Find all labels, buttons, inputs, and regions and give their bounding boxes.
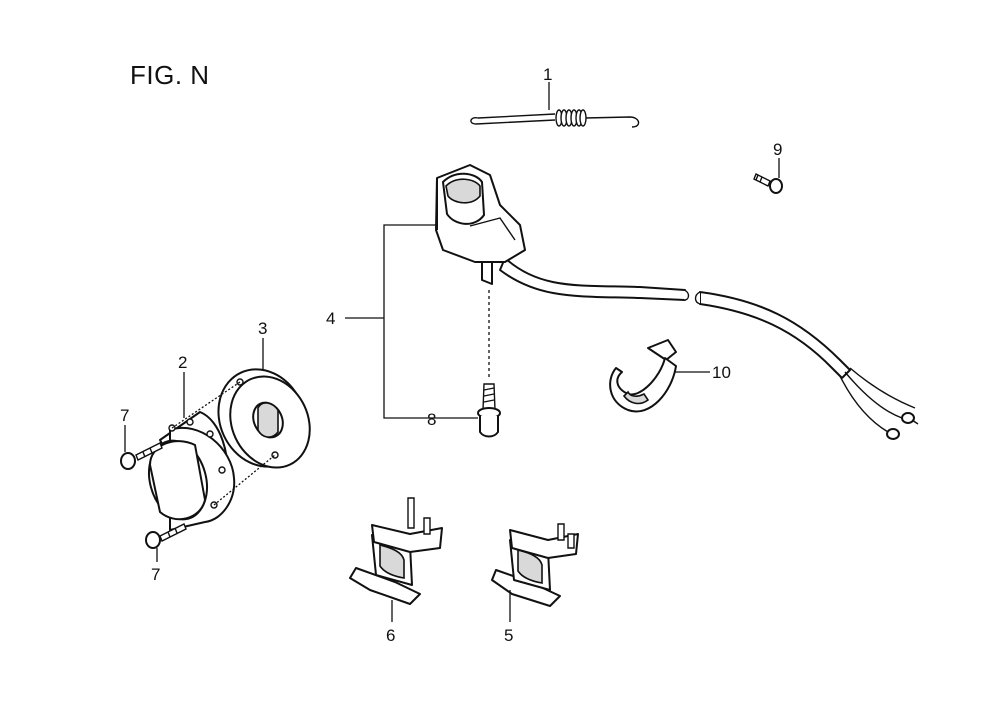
callout-7-lower: 7 <box>151 565 160 584</box>
part-1-spring <box>470 109 640 128</box>
callout-1: 1 <box>543 65 552 84</box>
guide-line-2-3b <box>213 454 276 506</box>
part-10-clamp <box>609 339 677 413</box>
part-6-mount-rubber <box>349 497 443 605</box>
guide-line-2-3a <box>171 381 241 429</box>
callout-8: 8 <box>427 410 436 429</box>
callout-2: 2 <box>178 353 187 372</box>
part-7-bolt-upper <box>120 442 163 470</box>
callout-6: 6 <box>386 626 395 645</box>
part-9-bolt <box>753 173 783 194</box>
callout-10: 10 <box>712 363 731 382</box>
part-2-housing <box>148 411 236 531</box>
part-4-switch-assembly <box>435 164 919 440</box>
figure-title: FIG. N <box>130 60 210 90</box>
part-8-screw <box>477 290 501 438</box>
callout-7-upper: 7 <box>120 406 129 425</box>
callout-3: 3 <box>258 319 267 338</box>
leader-4-bracket <box>383 224 478 419</box>
part-3-flange <box>217 368 311 469</box>
callout-9: 9 <box>773 140 782 159</box>
callout-4: 4 <box>326 309 335 328</box>
callout-5: 5 <box>504 626 513 645</box>
part-5-mount-rubber <box>491 523 579 607</box>
part-7-bolt-lower <box>145 523 187 549</box>
